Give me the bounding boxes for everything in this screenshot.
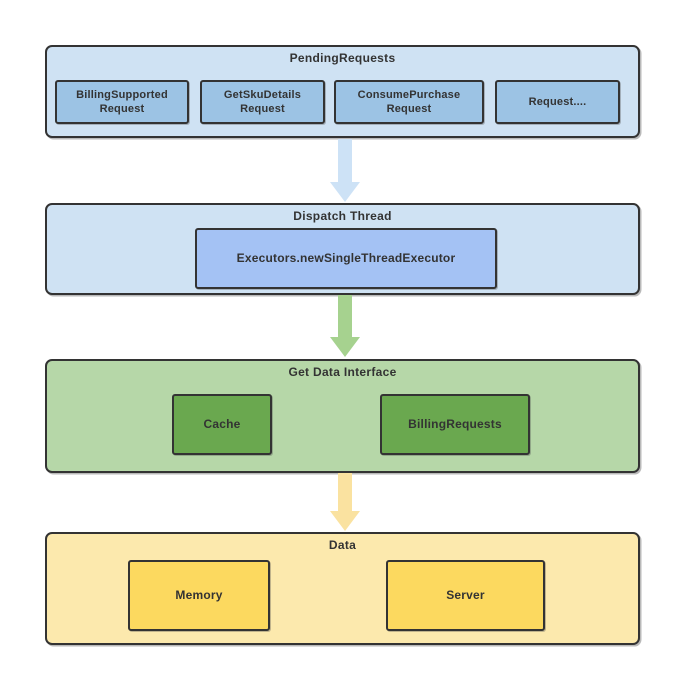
arrow-head-icon bbox=[330, 337, 360, 357]
arrow-shaft bbox=[338, 139, 352, 182]
node-label: GetSkuDetails Request bbox=[223, 88, 302, 115]
node-memory: Memory bbox=[128, 560, 270, 631]
arrow-shaft bbox=[338, 473, 352, 511]
panel-pending-requests-title: PendingRequests bbox=[289, 51, 396, 65]
arrow-getdata-to-data bbox=[330, 473, 360, 531]
node-label: Server bbox=[446, 587, 485, 602]
node-label: Executors.newSingleThreadExecutor bbox=[236, 250, 456, 265]
panel-get-data-interface: Get Data Interface Cache BillingRequests bbox=[45, 359, 640, 473]
arrow-dispatch-to-getdata bbox=[330, 295, 360, 357]
arrow-head-icon bbox=[330, 182, 360, 202]
arrow-pending-to-dispatch bbox=[330, 139, 360, 202]
arrow-shaft bbox=[338, 295, 352, 337]
node-cache: Cache bbox=[172, 394, 272, 455]
node-label: Cache bbox=[203, 416, 241, 431]
panel-pending-requests: PendingRequests BillingSupported Request… bbox=[45, 45, 640, 138]
panel-dispatch-thread-title: Dispatch Thread bbox=[293, 209, 392, 223]
node-label: ConsumePurchase Request bbox=[357, 88, 461, 115]
panel-dispatch-thread: Dispatch Thread Executors.newSingleThrea… bbox=[45, 203, 640, 295]
node-consume-purchase-request: ConsumePurchase Request bbox=[334, 80, 484, 124]
arrow-head-icon bbox=[330, 511, 360, 531]
node-label: BillingRequests bbox=[408, 416, 502, 431]
node-request-more: Request.... bbox=[495, 80, 620, 124]
node-label: BillingSupported Request bbox=[76, 88, 168, 115]
node-billing-supported-request: BillingSupported Request bbox=[55, 80, 189, 124]
panel-get-data-interface-title: Get Data Interface bbox=[288, 365, 397, 379]
node-server: Server bbox=[386, 560, 545, 631]
node-get-sku-details-request: GetSkuDetails Request bbox=[200, 80, 325, 124]
panel-data: Data Memory Server bbox=[45, 532, 640, 645]
node-billing-requests: BillingRequests bbox=[380, 394, 530, 455]
node-label: Memory bbox=[175, 587, 223, 602]
node-single-thread-executor: Executors.newSingleThreadExecutor bbox=[195, 228, 497, 289]
panel-data-title: Data bbox=[328, 538, 357, 552]
node-label: Request.... bbox=[528, 95, 587, 108]
